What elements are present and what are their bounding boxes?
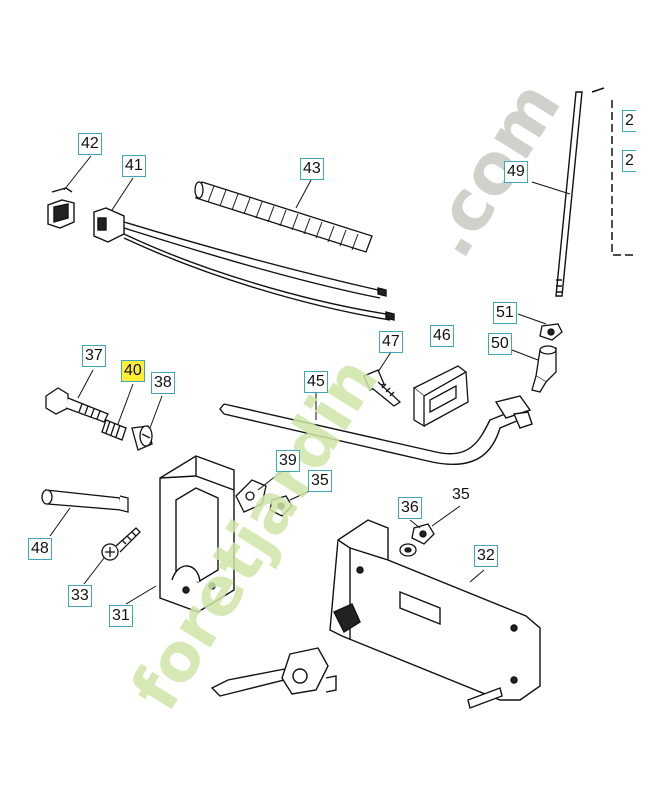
part-50-connector: [531, 345, 557, 393]
part-47-screw: [363, 369, 402, 407]
part-38-bushing: [131, 425, 153, 451]
part-35-nut: [269, 495, 435, 545]
callout-40: 40: [121, 360, 145, 382]
shift-lever: [210, 647, 337, 697]
part-40-spring: [101, 419, 127, 441]
part-43-spring: [194, 181, 373, 253]
part-51-nut: [539, 323, 563, 341]
watermark-domain: .com: [407, 67, 577, 271]
callout-43: 43: [300, 158, 324, 180]
part-36-washer: [399, 543, 417, 557]
callout-38: 38: [151, 372, 175, 394]
callout-32: 32: [474, 545, 498, 567]
part-33-screw: [101, 527, 141, 561]
callout-35: 35: [308, 470, 332, 492]
label-35: 35: [452, 486, 470, 503]
edge-label-2b: 2: [622, 150, 636, 172]
part-48-grip: [41, 489, 129, 513]
callout-51: 51: [493, 302, 517, 324]
edge-label-2a: 2: [622, 110, 636, 132]
part-41-wire-harness: [93, 207, 395, 321]
callout-37: 37: [82, 345, 106, 367]
part-46-bracket: [412, 365, 469, 428]
callout-46: 46: [430, 325, 454, 347]
part-32-main-plate: [329, 519, 541, 709]
page-edge-frame: [591, 87, 634, 256]
part-39-plate: [235, 479, 267, 513]
part-37-bolt: [45, 387, 109, 423]
callout-31: 31: [109, 605, 133, 627]
callout-49: 49: [504, 161, 528, 183]
callout-50: 50: [488, 333, 512, 355]
callout-33: 33: [68, 585, 92, 607]
callout-42: 42: [78, 133, 102, 155]
callout-41: 41: [122, 155, 146, 177]
callout-47: 47: [379, 331, 403, 353]
callout-36: 36: [398, 497, 422, 519]
callout-45: 45: [304, 371, 328, 393]
callout-48: 48: [28, 538, 52, 560]
leader-lines: [49, 155, 571, 605]
part-31-handle-bracket: [159, 455, 235, 613]
callout-39: 39: [276, 450, 300, 472]
part-45-shift-rod: [219, 395, 533, 465]
part-42-clip: [47, 187, 75, 229]
